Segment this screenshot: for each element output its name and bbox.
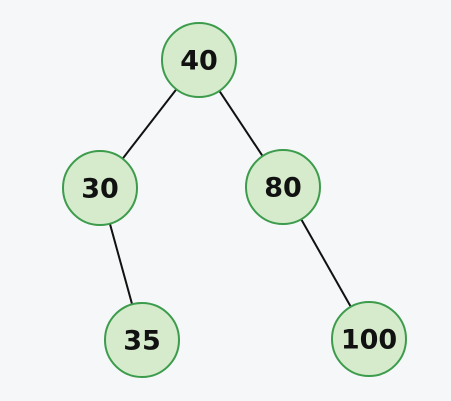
tree-nodes: 40 30 80 35 100 <box>62 22 407 378</box>
tree-edges <box>108 88 352 308</box>
tree-node-n30: 30 <box>62 150 138 226</box>
tree-node-circle <box>104 302 180 378</box>
tree-node-circle <box>161 22 237 98</box>
tree-node-circle <box>245 149 321 225</box>
edge-n40-n80 <box>218 90 264 157</box>
tree-node-n80: 80 <box>245 149 321 225</box>
edge-n40-n30 <box>121 88 178 160</box>
tree-node-label: 30 <box>81 174 119 205</box>
tree-node-circle <box>62 150 138 226</box>
tree-node-n35: 35 <box>104 302 180 378</box>
tree-node-label: 35 <box>123 326 161 357</box>
tree-node-circle <box>331 301 407 377</box>
tree-node-label: 40 <box>180 46 218 77</box>
tree-node-n40: 40 <box>161 22 237 98</box>
tree-node-label: 100 <box>341 325 397 356</box>
edge-n80-n100 <box>300 218 352 308</box>
edge-n30-n35 <box>108 223 134 305</box>
tree-node-n100: 100 <box>331 301 407 377</box>
tree-node-label: 80 <box>264 173 302 204</box>
